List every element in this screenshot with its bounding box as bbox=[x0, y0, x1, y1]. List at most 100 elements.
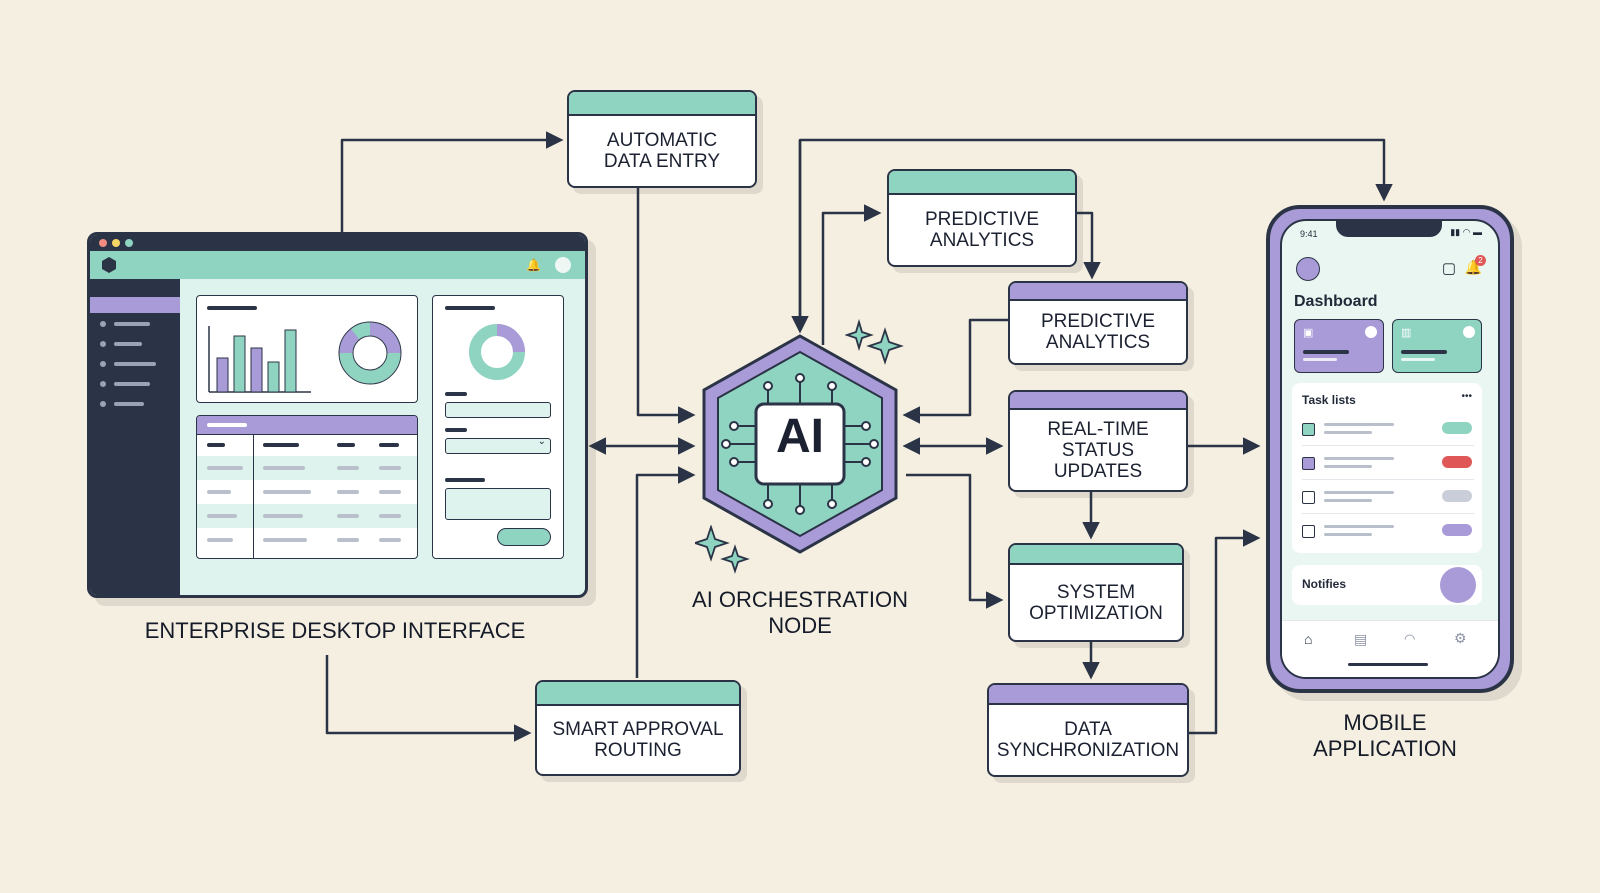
document-icon[interactable]: ▤ bbox=[1354, 631, 1368, 647]
dashboard-title: Dashboard bbox=[1294, 293, 1378, 310]
avatar[interactable] bbox=[555, 257, 571, 273]
sidebar bbox=[90, 279, 180, 595]
sparkle-icon bbox=[845, 318, 904, 365]
check-icon bbox=[1463, 326, 1475, 338]
ai-orchestration-node bbox=[702, 334, 898, 554]
node-label: SMART APPROVAL ROUTING bbox=[552, 719, 724, 761]
dashboard-card-analytics[interactable]: ▥ bbox=[1392, 319, 1482, 373]
data-table bbox=[196, 415, 418, 559]
app-header-bar: 🔔 bbox=[90, 251, 585, 279]
enterprise-desktop-window: 🔔 bbox=[87, 232, 588, 598]
bar-chart-icon: ▥ bbox=[1401, 327, 1412, 339]
ai-node-caption: AI ORCHESTRATION NODE bbox=[692, 587, 908, 638]
notifies-card[interactable]: Notifies bbox=[1292, 565, 1482, 605]
empty-checkbox[interactable] bbox=[1302, 491, 1315, 504]
node-label: SYSTEM OPTIMIZATION bbox=[1029, 581, 1163, 624]
task-list-card: Task lists ••• bbox=[1292, 383, 1482, 553]
node-smart-approval-routing: SMART APPROVAL ROUTING bbox=[535, 680, 741, 776]
mobile-caption: MOBILE APPLICATION bbox=[1313, 710, 1457, 761]
node-system-optimization: SYSTEM OPTIMIZATION bbox=[1008, 543, 1184, 642]
gear-icon[interactable]: ⚙ bbox=[1454, 630, 1467, 646]
empty-checkbox[interactable] bbox=[1302, 525, 1315, 538]
status-pill-complete bbox=[1442, 524, 1472, 536]
donut-chart-icon bbox=[469, 324, 525, 380]
node-predictive-analytics-1: PREDICTIVE ANALYTICS bbox=[887, 169, 1077, 267]
form-label bbox=[445, 478, 485, 482]
form-label bbox=[445, 392, 467, 396]
signal-wifi-battery-icon: ▮▮ ◠ ▬ bbox=[1450, 227, 1482, 237]
window-titlebar bbox=[90, 235, 585, 251]
check-icon bbox=[1365, 326, 1377, 338]
edge-desktop-to-data-entry bbox=[340, 131, 564, 232]
node-real-time-status-updates: REAL-TIME STATUS UPDATES bbox=[1008, 390, 1188, 492]
bottom-nav: ⌂ ▤ ◠ ⚙ bbox=[1282, 620, 1498, 677]
checked-checkbox[interactable] bbox=[1302, 423, 1315, 436]
textarea[interactable] bbox=[445, 488, 551, 520]
sidebar-item-active[interactable] bbox=[90, 297, 180, 313]
node-predictive-analytics-2: PREDICTIVE ANALYTICS bbox=[1008, 281, 1188, 365]
node-header bbox=[1010, 392, 1186, 410]
circuit-icon bbox=[721, 373, 879, 515]
node-label: DATA SYNCHRONIZATION bbox=[996, 719, 1180, 761]
table-title-bar bbox=[197, 416, 417, 435]
task-row[interactable] bbox=[1302, 521, 1474, 547]
table-row[interactable] bbox=[197, 528, 417, 552]
card-title-placeholder bbox=[207, 306, 257, 310]
node-header bbox=[1010, 283, 1186, 301]
text-input[interactable] bbox=[445, 402, 551, 418]
node-automatic-data-entry: AUTOMATIC DATA ENTRY bbox=[567, 90, 757, 188]
task-row[interactable] bbox=[1302, 487, 1474, 514]
table-column-divider bbox=[253, 434, 254, 558]
edge-sync-to-mobile bbox=[1185, 529, 1261, 735]
more-options-icon[interactable]: ••• bbox=[1461, 391, 1472, 402]
status-pill-alert bbox=[1442, 456, 1472, 468]
table-row[interactable] bbox=[197, 456, 417, 480]
bell-icon[interactable]: ◠ bbox=[1404, 631, 1416, 646]
status-pill-done bbox=[1442, 422, 1472, 434]
edge-predictive-2-to-ai bbox=[902, 318, 1008, 424]
analytics-card bbox=[196, 295, 418, 403]
chat-icon[interactable]: ▢ bbox=[1441, 260, 1456, 277]
status-time: 9:41 bbox=[1300, 229, 1318, 239]
edge-approval-to-ai bbox=[635, 466, 696, 678]
phone-notch bbox=[1336, 221, 1442, 237]
task-row[interactable] bbox=[1302, 453, 1474, 480]
form-label bbox=[445, 428, 467, 432]
edge-desktop-to-approval bbox=[325, 655, 532, 742]
home-indicator bbox=[1348, 663, 1428, 666]
task-row[interactable] bbox=[1302, 419, 1474, 446]
dashboard-card-clipboard[interactable]: ▣ bbox=[1294, 319, 1384, 373]
edge-predictive-1-to-2 bbox=[1076, 211, 1101, 280]
node-header bbox=[537, 682, 739, 706]
table-row[interactable] bbox=[197, 504, 417, 528]
submit-button[interactable] bbox=[497, 528, 551, 546]
select-dropdown[interactable]: ⌄ bbox=[445, 436, 551, 454]
home-icon[interactable]: ⌂ bbox=[1304, 631, 1313, 647]
maximize-dot[interactable] bbox=[125, 239, 133, 247]
table-row[interactable] bbox=[197, 480, 417, 504]
checked-checkbox[interactable] bbox=[1302, 457, 1315, 470]
sparkle-icon bbox=[695, 525, 750, 574]
mobile-phone: 9:41 ▮▮ ◠ ▬ ▢ 🔔 2 Dashboard ▣ ▥ Task lis… bbox=[1266, 205, 1514, 693]
close-dot[interactable] bbox=[99, 239, 107, 247]
user-avatar[interactable] bbox=[1296, 257, 1320, 281]
node-label: AUTOMATIC DATA ENTRY bbox=[603, 130, 721, 172]
status-pill-pending bbox=[1442, 490, 1472, 502]
ai-chip-label: AI bbox=[776, 410, 824, 463]
card-title-placeholder bbox=[445, 306, 495, 310]
donut-chart-icon bbox=[338, 321, 402, 385]
notification-badge: 2 bbox=[1475, 255, 1486, 266]
node-header bbox=[989, 685, 1187, 705]
bell-icon[interactable]: 🔔 bbox=[526, 258, 541, 272]
bell-button[interactable] bbox=[1440, 567, 1476, 603]
clipboard-icon: ▣ bbox=[1303, 327, 1314, 339]
node-data-synchronization: DATA SYNCHRONIZATION bbox=[987, 683, 1189, 777]
node-header bbox=[569, 92, 755, 116]
table-header-row bbox=[197, 434, 417, 457]
bar-chart-icon bbox=[208, 326, 311, 393]
app-logo-icon bbox=[102, 257, 116, 273]
node-label: PREDICTIVE ANALYTICS bbox=[924, 209, 1040, 251]
minimize-dot[interactable] bbox=[112, 239, 120, 247]
edge-ai-to-optimization bbox=[906, 473, 1004, 609]
